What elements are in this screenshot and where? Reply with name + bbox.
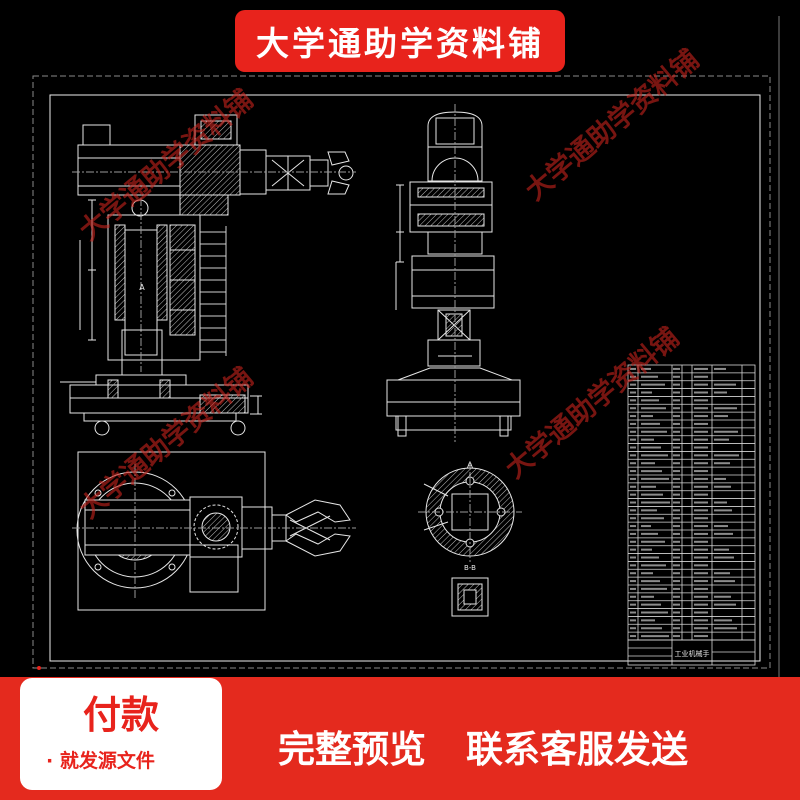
shop-banner: 大学通助学资料铺 bbox=[235, 10, 565, 72]
column-lower bbox=[121, 329, 163, 376]
gripper-jaw-lower bbox=[327, 180, 350, 195]
front-view: A bbox=[60, 114, 356, 436]
side-base bbox=[386, 379, 521, 403]
title-block: 工业机械手 bbox=[627, 639, 756, 666]
column-housing bbox=[107, 214, 201, 361]
wheel-right bbox=[230, 420, 246, 436]
pay-label: 付款 bbox=[82, 693, 159, 737]
shop-name: 大学通助学资料铺 bbox=[256, 24, 544, 63]
parts-list-table bbox=[627, 364, 756, 641]
lift-block bbox=[411, 255, 495, 309]
watermarks: 大学通助学资料铺 大学通助学资料铺 大学通助学资料铺 大学通助学资料铺 bbox=[73, 43, 705, 524]
slogan-contact: 联系客服发送 bbox=[466, 728, 688, 771]
motor-block bbox=[82, 124, 111, 146]
watermark-text: 大学通助学资料铺 bbox=[499, 321, 685, 484]
top-jaw-lower bbox=[285, 533, 351, 557]
top-view-outline bbox=[77, 451, 266, 611]
wheel-left bbox=[94, 420, 110, 436]
top-view bbox=[72, 451, 356, 611]
footer-bar: 付款 · 就发源文件 完整预览 联系客服发送 bbox=[0, 677, 800, 800]
gripper-jaw-upper bbox=[327, 151, 350, 166]
section-bb-label: B-B bbox=[464, 564, 476, 572]
leader-lines bbox=[200, 226, 227, 356]
top-housing bbox=[194, 114, 238, 146]
section-marker-a: A bbox=[139, 283, 145, 292]
title-block-name: 工业机械手 bbox=[675, 649, 710, 658]
section-bb-view: B-B bbox=[451, 564, 489, 617]
gear-ring bbox=[193, 504, 239, 550]
top-jaw-upper bbox=[285, 499, 351, 523]
side-view bbox=[386, 104, 521, 442]
outer-frame bbox=[32, 75, 771, 669]
slogan-preview: 完整预览 bbox=[278, 728, 426, 771]
section-a-view: A bbox=[418, 461, 522, 562]
pay-note: · 就发源文件 bbox=[46, 750, 155, 772]
red-marker bbox=[37, 666, 41, 670]
inner-frame bbox=[49, 94, 761, 662]
pay-box: 付款 · 就发源文件 bbox=[20, 678, 222, 790]
